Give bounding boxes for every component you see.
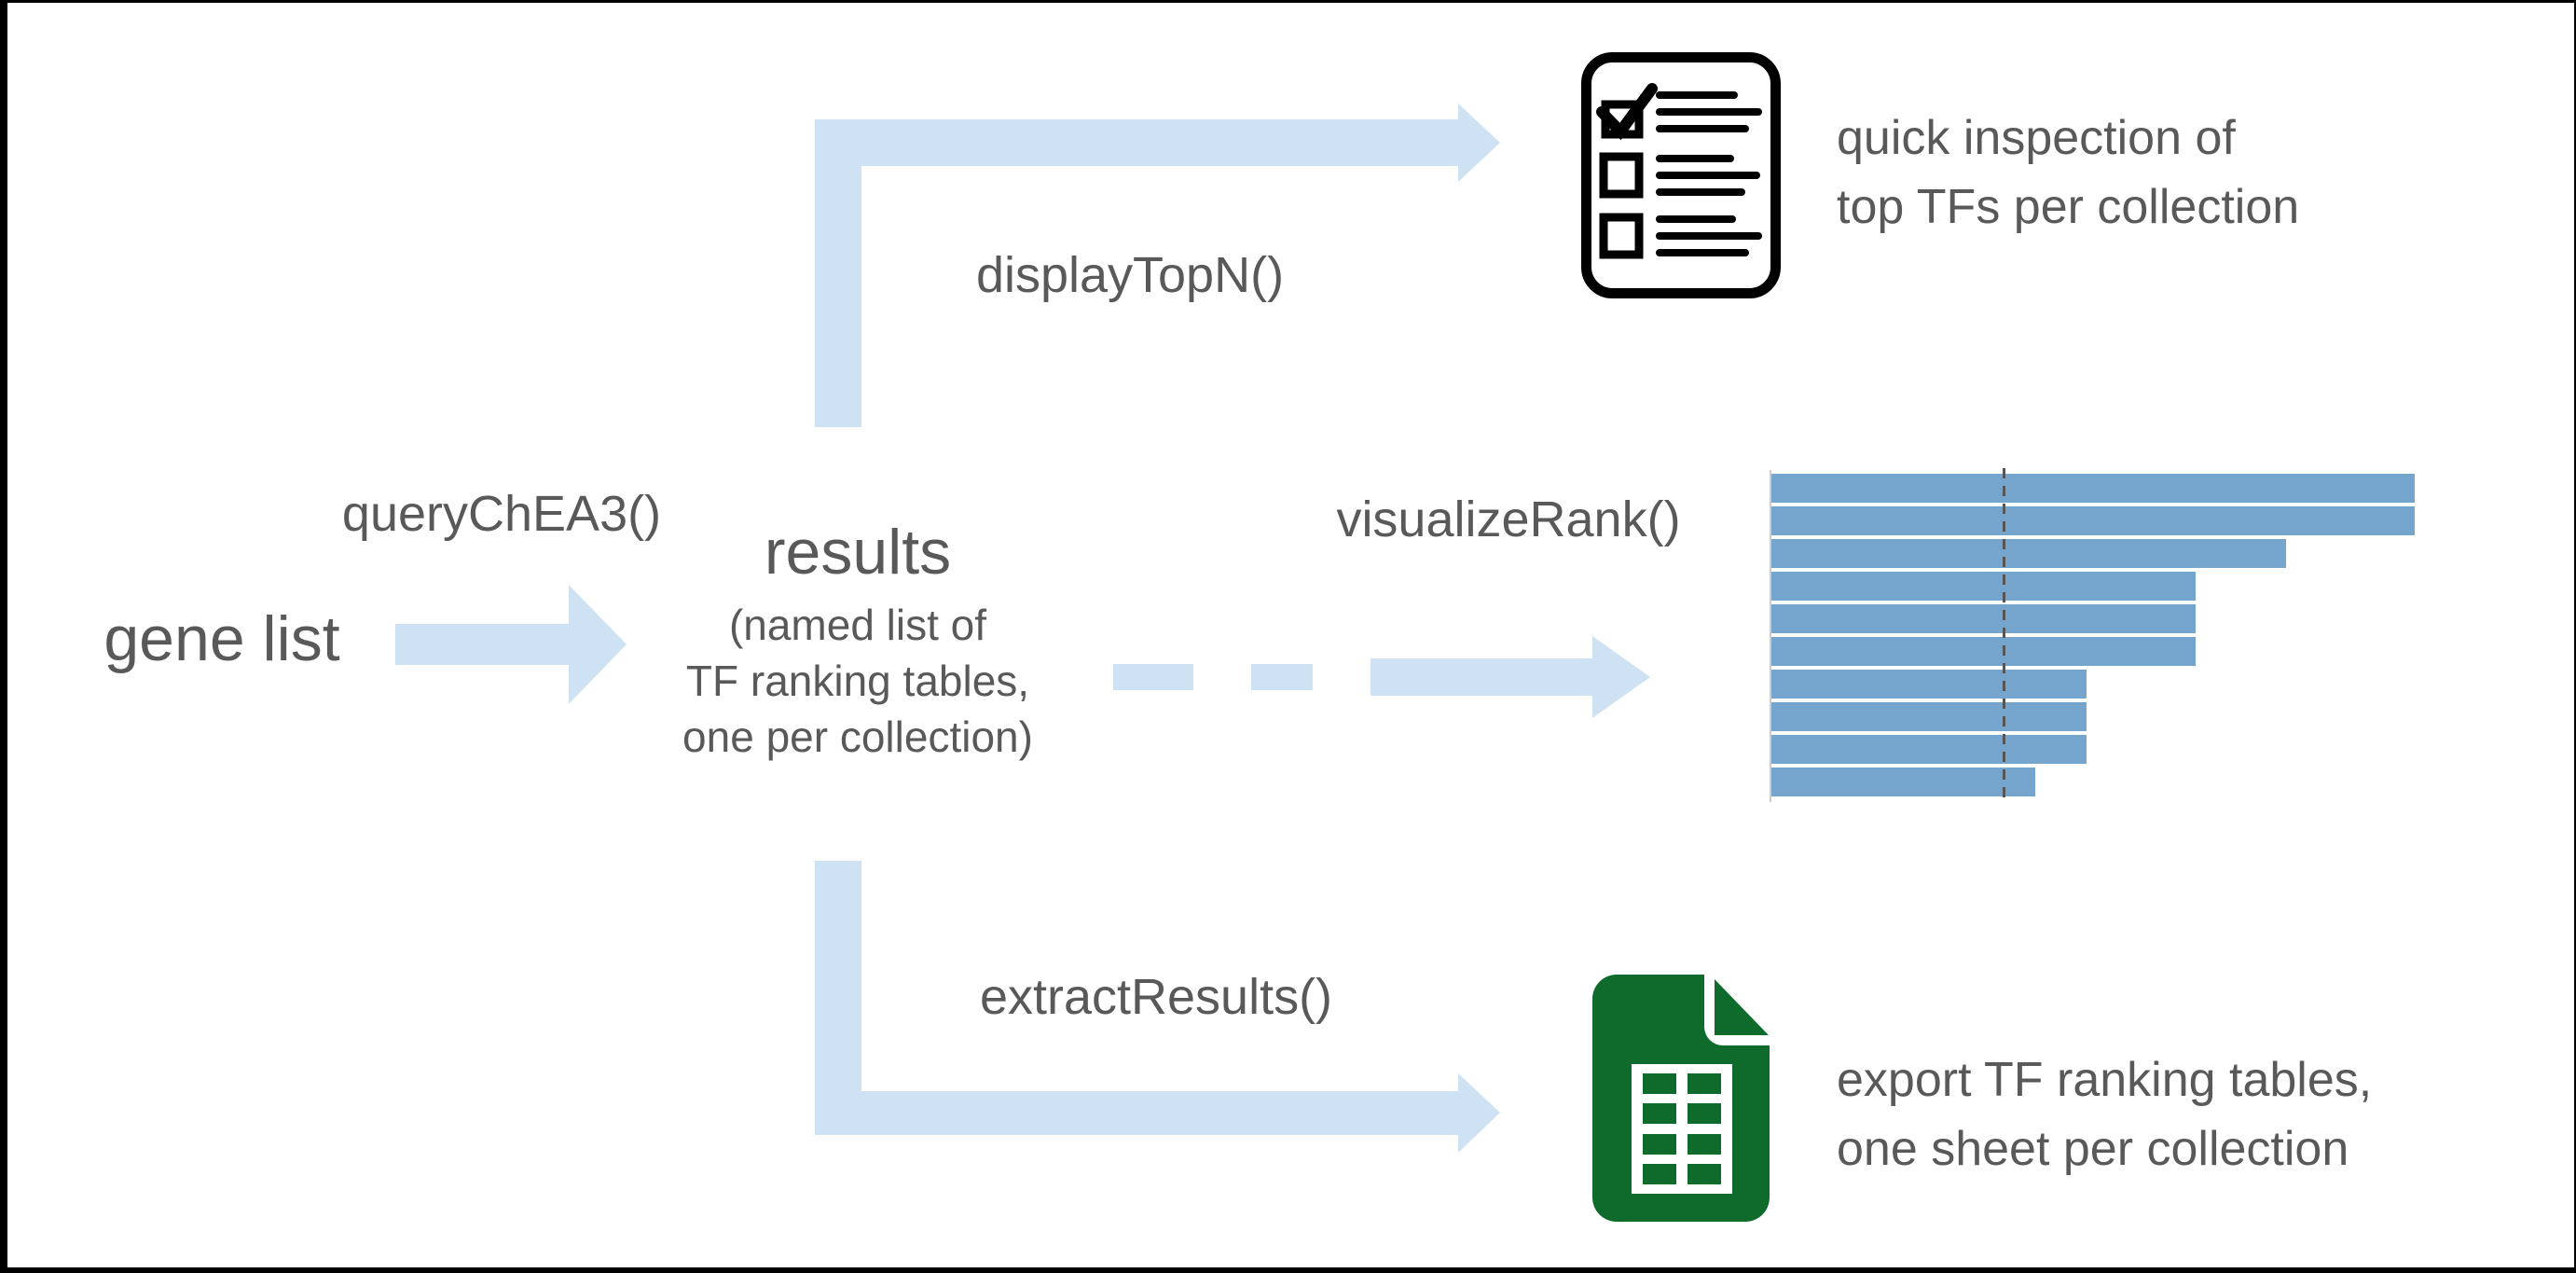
- chart-bar: [1771, 506, 2415, 535]
- display-topn-elbow-arrow-icon: [815, 96, 1509, 432]
- inspect-annotation: quick inspection of top TFs per collecti…: [1837, 104, 2299, 242]
- extract-results-label: extractResults(): [979, 969, 1333, 1025]
- chart-bar: [1771, 735, 2087, 764]
- extract-results-elbow-arrow-icon: [815, 847, 1509, 1164]
- checklist-icon: [1581, 52, 1781, 298]
- chart-bar: [1771, 572, 2196, 601]
- results-subtitle-line: TF ranking tables,: [685, 656, 1030, 705]
- tf-rank-bar-chart: [1770, 468, 2431, 804]
- chart-bar: [1771, 670, 2087, 699]
- visualize-dashed-arrow-icon: [1113, 636, 1654, 722]
- export-annotation-line: export TF ranking tables,: [1837, 1053, 2373, 1107]
- chart-reference-line: [2003, 468, 2005, 804]
- chart-bar: [1771, 637, 2196, 666]
- gene-list-node: gene list: [103, 603, 340, 674]
- spreadsheet-icon: [1592, 975, 1770, 1222]
- results-node: results (named list of TF ranking tables…: [671, 518, 1044, 765]
- chart-bar: [1771, 539, 2286, 568]
- query-chea3-label: queryChEA3(): [341, 486, 662, 542]
- diagram-canvas: gene list queryChEA3() results (named li…: [7, 3, 2574, 1267]
- export-annotation: export TF ranking tables, one sheet per …: [1837, 1045, 2372, 1183]
- visualize-rank-label: visualizeRank(): [1336, 491, 1681, 547]
- chart-bar: [1771, 768, 2035, 796]
- chart-bar: [1771, 474, 2415, 503]
- query-arrow-icon: [390, 581, 632, 708]
- results-subtitle-line: one per collection): [682, 712, 1033, 761]
- inspect-annotation-line: top TFs per collection: [1837, 180, 2300, 234]
- inspect-annotation-line: quick inspection of: [1837, 111, 2236, 165]
- results-subtitle-line: (named list of: [728, 600, 987, 649]
- export-annotation-line: one sheet per collection: [1837, 1122, 2349, 1176]
- display-topn-label: displayTopN(): [975, 247, 1285, 303]
- chart-axis-line: [1770, 470, 1771, 802]
- results-title: results: [764, 517, 952, 588]
- chart-bar: [1771, 604, 2196, 633]
- chart-bar: [1771, 702, 2087, 731]
